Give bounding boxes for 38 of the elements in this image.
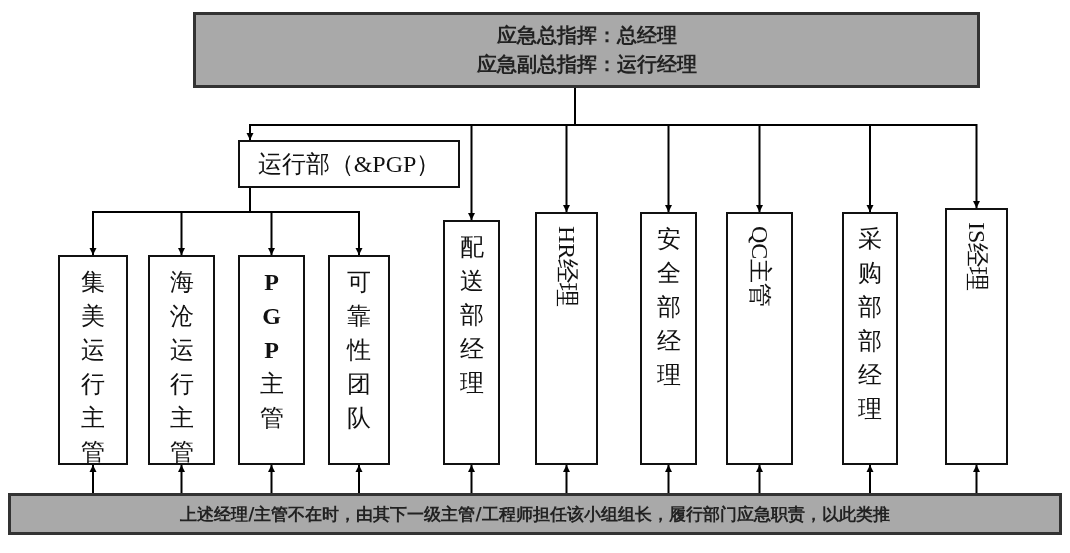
- arrow: [756, 464, 763, 494]
- arrow: [563, 464, 570, 494]
- arrow: [178, 464, 185, 494]
- role-box: [328, 255, 390, 465]
- role-box: [238, 255, 305, 465]
- role-box: [726, 212, 793, 465]
- role-text: 可靠性团队: [347, 268, 371, 434]
- role-box: [842, 212, 898, 465]
- arrow: [249, 187, 363, 256]
- role-text: QC主管: [745, 226, 774, 308]
- title-text: 应急总指挥：总经理: [496, 22, 677, 49]
- role-text: 集美运行主管: [81, 268, 105, 468]
- role-text: 海沧运行主管: [169, 268, 194, 468]
- role-text: 运行部（&PGP）: [257, 150, 441, 179]
- arrow: [665, 464, 672, 494]
- role-box: [58, 255, 128, 465]
- role-box: [945, 208, 1008, 465]
- department-box: [238, 140, 460, 188]
- role-text: 安全部经理: [656, 225, 681, 391]
- role-text: HR经理: [552, 226, 581, 308]
- role-box: [535, 212, 598, 465]
- title-text: 上述经理/主管不在时，由其下一级主管/工程师担任该小组组长，履行部门应急职责，以此类推: [180, 502, 890, 526]
- arrow: [468, 464, 475, 494]
- role-text: 采购部部经理: [858, 225, 882, 425]
- role-text: PGP主管: [259, 268, 284, 434]
- arrow: [268, 464, 275, 494]
- role-text: 配送部经理: [459, 233, 484, 399]
- command-box: [8, 493, 1062, 535]
- role-text: IS经理: [962, 222, 991, 292]
- arrow: [866, 464, 874, 494]
- role-box: [443, 220, 500, 465]
- title-text: 应急副总指挥：运行经理: [476, 51, 697, 78]
- command-box: [193, 12, 980, 88]
- role-box: [640, 212, 697, 465]
- role-box: [148, 255, 215, 465]
- arrow: [973, 464, 980, 494]
- arrow: [89, 464, 97, 494]
- arrow: [355, 464, 363, 494]
